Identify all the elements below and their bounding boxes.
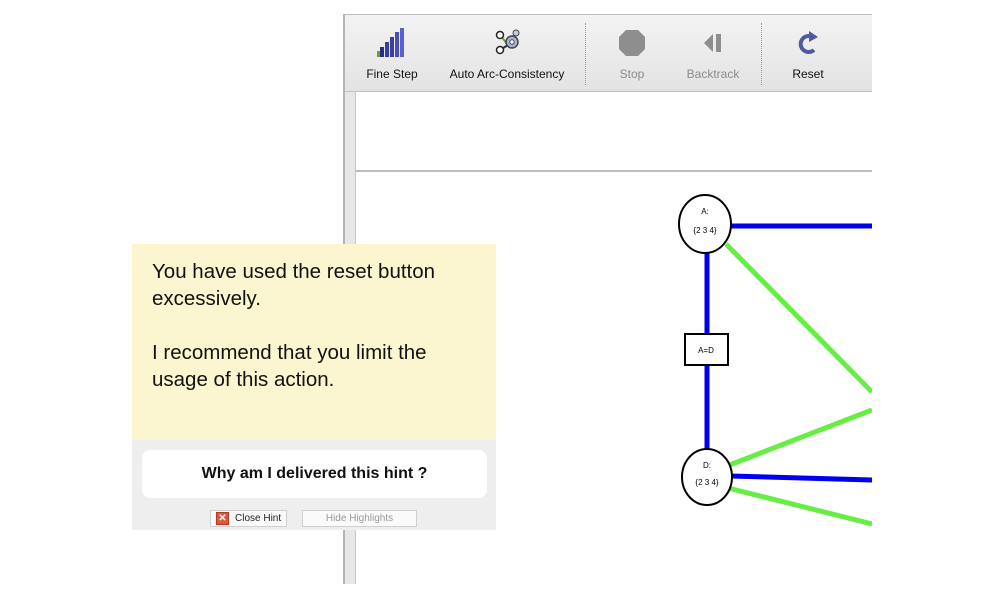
node-d-name: D: <box>703 461 711 470</box>
stop-label: Stop <box>619 67 645 81</box>
close-hint-button[interactable]: ✕ Close Hint <box>210 510 288 527</box>
edge-d-down <box>727 485 872 527</box>
reset-button[interactable]: Reset <box>779 15 837 93</box>
node-d-domain: {2 3 4} <box>695 478 718 487</box>
constraint-label: A=D <box>698 346 714 355</box>
backtrack-icon <box>695 25 731 61</box>
hint-message-line1: You have used the reset button excessive… <box>152 260 436 310</box>
toolbar-separator <box>585 23 586 85</box>
variable-node-d <box>681 448 733 506</box>
edge-d-up <box>726 407 872 469</box>
edge-d-right <box>729 473 872 483</box>
backtrack-label: Backtrack <box>686 67 740 81</box>
auto-arc-consistency-button[interactable]: Auto Arc-Consistency <box>439 15 575 93</box>
node-a-name: A: <box>701 207 709 216</box>
fine-step-label: Fine Step <box>366 67 418 81</box>
backtrack-button[interactable]: Backtrack <box>675 15 751 93</box>
reset-label: Reset <box>792 67 824 81</box>
fine-step-icon <box>374 25 410 61</box>
edge-a-right-diag <box>724 242 872 394</box>
node-a-domain: {2 3 4} <box>693 226 716 235</box>
auto-arc-icon <box>489 25 525 61</box>
fine-step-button[interactable]: Fine Step <box>355 15 429 93</box>
reset-icon <box>790 25 826 61</box>
constraint-node-a-eq-d <box>684 333 729 366</box>
hint-message-line2: I recommend that you limit the usage of … <box>152 341 427 391</box>
stop-icon <box>614 25 650 61</box>
close-hint-label: Close Hint <box>235 513 282 524</box>
hint-message: You have used the reset button excessive… <box>132 244 496 440</box>
stop-button[interactable]: Stop <box>603 15 661 93</box>
auto-arc-label: Auto Arc-Consistency <box>449 67 565 81</box>
toolbar: Fine Step Auto Arc-Consistency Stop <box>345 14 872 92</box>
message-area <box>356 92 872 172</box>
variable-node-a <box>678 194 732 254</box>
toolbar-separator <box>761 23 762 85</box>
hide-highlights-button[interactable]: Hide Highlights <box>302 510 417 527</box>
hint-panel: You have used the reset button excessive… <box>132 244 496 530</box>
close-icon: ✕ <box>216 512 229 525</box>
why-hint-button[interactable]: Why am I delivered this hint ? <box>142 450 487 498</box>
